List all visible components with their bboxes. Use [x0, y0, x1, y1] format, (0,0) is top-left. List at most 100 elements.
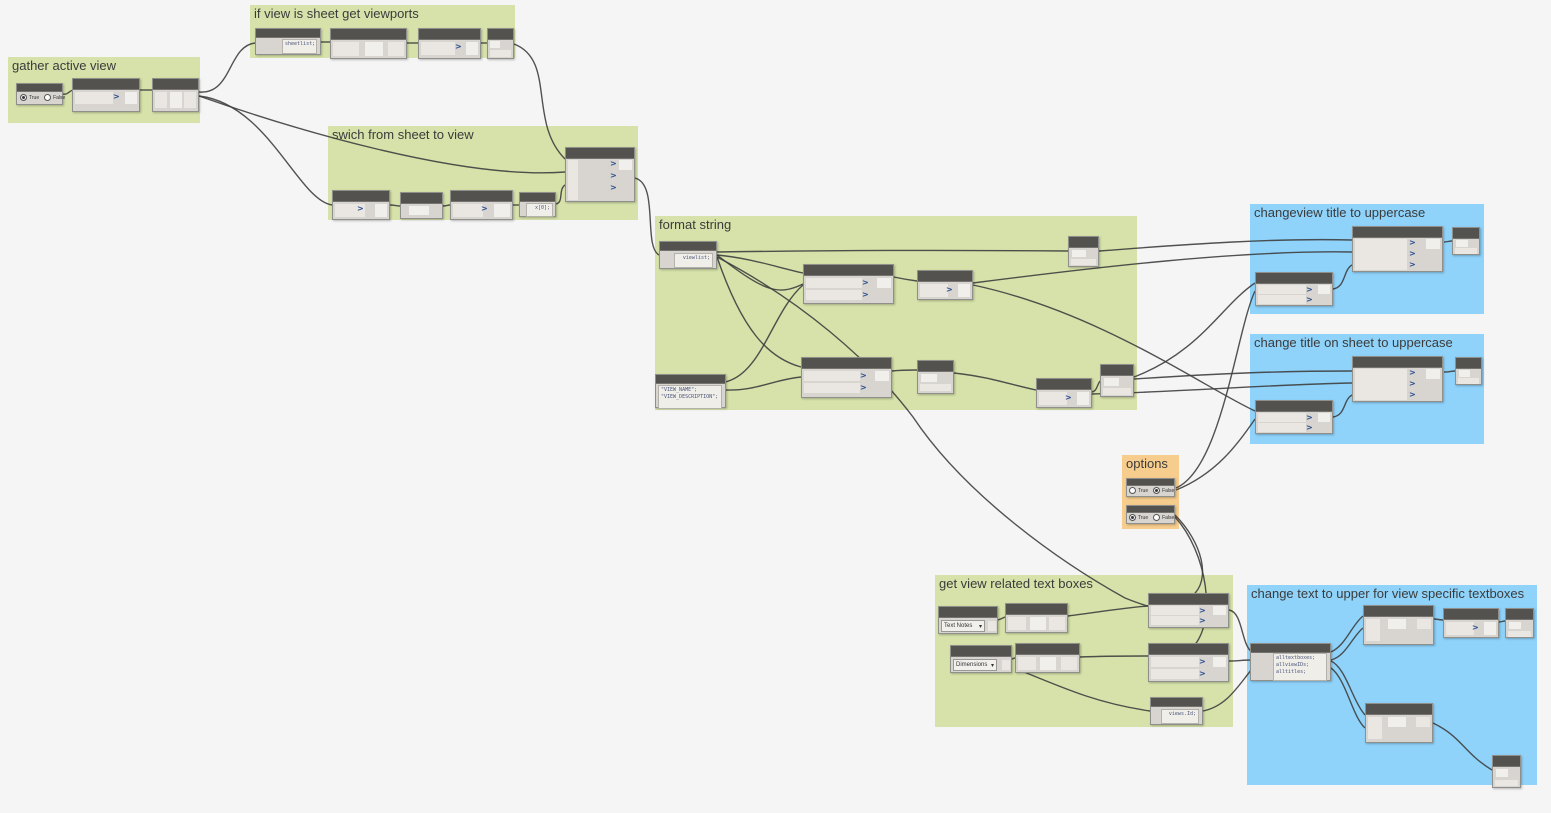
node-header[interactable] [1127, 479, 1174, 486]
node-header[interactable] [1101, 365, 1133, 376]
radio-true[interactable] [20, 94, 27, 101]
port[interactable] [1258, 285, 1306, 294]
port[interactable] [1456, 240, 1468, 247]
port[interactable] [1018, 657, 1036, 670]
port[interactable] [490, 41, 500, 48]
group-title[interactable]: change text to upper for view specific t… [1251, 586, 1525, 601]
wire[interactable] [1175, 418, 1256, 491]
port[interactable] [333, 42, 359, 56]
port[interactable] [1366, 619, 1380, 641]
port[interactable] [921, 374, 937, 382]
radio-false[interactable] [1153, 487, 1161, 494]
node-header[interactable] [1006, 604, 1067, 615]
group-title[interactable]: change title on sheet to uppercase [1254, 335, 1453, 350]
wire[interactable] [1133, 282, 1256, 378]
list-at-level-icon[interactable]: > [1306, 423, 1313, 432]
node-header[interactable] [1453, 228, 1479, 239]
node-header[interactable] [656, 375, 725, 384]
category-dropdown[interactable]: Dimensions ▾ [953, 659, 997, 671]
node[interactable]: > > > [1352, 226, 1443, 272]
list-at-level-icon[interactable]: > [1409, 238, 1416, 247]
port[interactable] [155, 92, 167, 108]
port[interactable] [1355, 369, 1407, 400]
list-at-level-icon[interactable]: > [610, 171, 617, 180]
node[interactable] [330, 28, 407, 59]
port[interactable] [1455, 248, 1477, 254]
list-at-level-icon[interactable]: > [860, 371, 867, 380]
node-header[interactable] [918, 361, 953, 372]
port[interactable] [1104, 378, 1119, 386]
port[interactable] [1151, 669, 1199, 679]
port[interactable] [1496, 769, 1508, 777]
list-at-level-icon[interactable]: > [1306, 413, 1313, 422]
node[interactable]: > > [803, 264, 894, 304]
port[interactable] [1077, 392, 1089, 405]
node-header[interactable] [918, 271, 972, 282]
node[interactable]: > [418, 28, 481, 59]
list-at-level-icon[interactable]: > [1199, 669, 1206, 678]
port[interactable] [1355, 239, 1407, 270]
list-at-level-icon[interactable]: > [1065, 393, 1072, 402]
port[interactable] [1151, 616, 1199, 625]
port[interactable] [184, 92, 196, 108]
node-header[interactable] [1127, 506, 1174, 513]
code-block-text[interactable]: alltextboxes;allviewIDs;alltitles; [1273, 653, 1327, 681]
port[interactable] [1459, 370, 1470, 377]
port[interactable] [1318, 413, 1330, 422]
port[interactable] [388, 42, 404, 56]
port[interactable] [1318, 285, 1330, 294]
group-title[interactable]: if view is sheet get viewports [254, 6, 419, 21]
port[interactable] [806, 278, 862, 288]
port[interactable] [877, 278, 891, 288]
port[interactable] [1061, 657, 1077, 670]
code-block-node[interactable]: x[0]; [519, 192, 556, 217]
port[interactable] [1416, 717, 1430, 727]
node[interactable] [1068, 236, 1099, 267]
code-block-text[interactable]: "VIEW_NAME";"VIEW_DESCRIPTION"; [658, 385, 722, 409]
port[interactable] [1426, 239, 1440, 249]
group-title[interactable]: gather active view [12, 58, 117, 73]
node-header[interactable] [1366, 704, 1432, 715]
port[interactable] [75, 92, 113, 104]
node[interactable]: > [1443, 608, 1499, 638]
list-at-level-icon[interactable]: > [1409, 390, 1416, 399]
port[interactable] [453, 204, 483, 217]
port[interactable] [1002, 660, 1010, 670]
node[interactable]: > [332, 190, 390, 220]
list-at-level-icon[interactable]: > [862, 278, 869, 287]
group-title[interactable]: options [1126, 456, 1168, 471]
node[interactable]: > [72, 78, 140, 112]
port[interactable] [619, 160, 632, 170]
port[interactable] [806, 290, 862, 300]
node-header[interactable] [1353, 227, 1442, 238]
port[interactable] [1368, 717, 1382, 739]
port[interactable] [494, 204, 510, 217]
port[interactable] [1213, 606, 1226, 615]
port[interactable] [375, 204, 387, 217]
group-title[interactable]: changeview title to uppercase [1254, 205, 1426, 220]
node-header[interactable] [951, 646, 1011, 657]
radio-true[interactable] [1129, 487, 1136, 494]
radio-true[interactable] [1129, 514, 1136, 521]
node-header[interactable] [1149, 644, 1228, 655]
node-header[interactable] [401, 193, 442, 204]
node-header[interactable] [17, 84, 62, 92]
code-block-node[interactable]: alltextboxes;allviewIDs;alltitles; [1250, 643, 1331, 681]
list-at-level-icon[interactable]: > [1306, 285, 1313, 294]
node-header[interactable] [451, 191, 512, 202]
node-header[interactable] [1444, 609, 1498, 620]
node-header[interactable] [333, 191, 389, 202]
port[interactable] [1509, 622, 1521, 629]
node[interactable]: > [1036, 378, 1092, 408]
list-at-level-icon[interactable]: > [481, 204, 488, 213]
port[interactable] [1151, 657, 1199, 667]
list-at-level-icon[interactable]: > [1199, 616, 1206, 625]
port[interactable] [1030, 617, 1046, 630]
node[interactable]: > > [1255, 400, 1333, 434]
node[interactable] [1100, 364, 1134, 397]
list-at-level-icon[interactable]: > [1199, 657, 1206, 666]
node-header[interactable] [520, 193, 555, 202]
node-header[interactable] [1149, 594, 1228, 605]
category-dropdown-node[interactable]: Text Notes ▾ [938, 606, 998, 634]
